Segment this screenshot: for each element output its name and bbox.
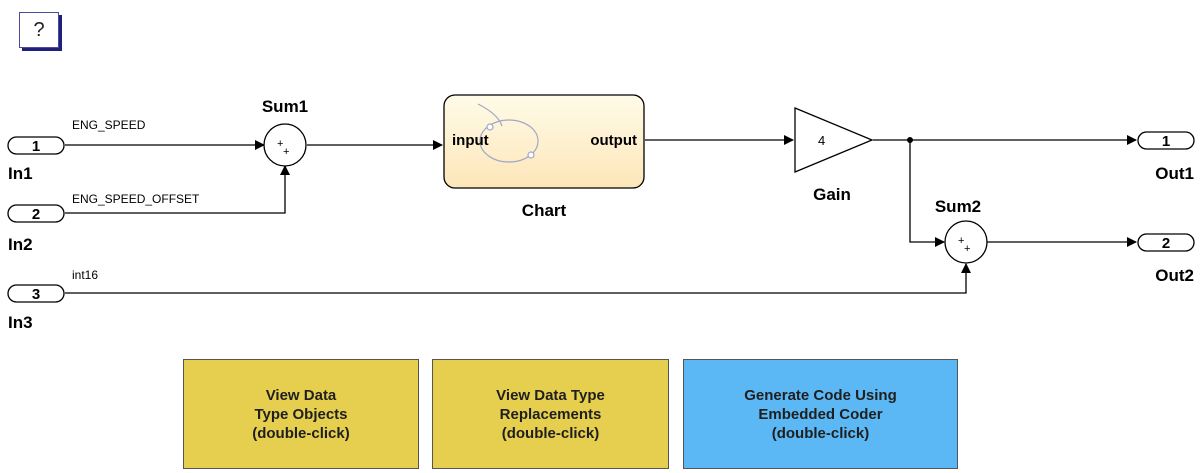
button-line: View Data Type xyxy=(496,386,605,404)
svg-text:+: + xyxy=(958,235,964,247)
button-line: Replacements xyxy=(499,405,602,423)
chart-input-port: input xyxy=(452,132,489,149)
sum1-label: Sum1 xyxy=(262,97,308,116)
sum2-block[interactable]: + + Sum2 xyxy=(935,197,988,264)
chart-label: Chart xyxy=(522,201,567,220)
outport-number: 1 xyxy=(1162,133,1170,150)
gain-label: Gain xyxy=(813,185,851,204)
button-line: Embedded Coder xyxy=(758,405,883,423)
signal-label-int16: int16 xyxy=(72,268,98,282)
button-line: Generate Code Using xyxy=(744,386,897,404)
signal-lines xyxy=(65,135,1137,294)
button-line: (double-click) xyxy=(771,424,870,442)
line-branch-sum2[interactable] xyxy=(909,140,945,247)
signal-label-eng-speed: ENG_SPEED xyxy=(72,118,146,132)
state-icon xyxy=(477,103,539,163)
line-in2-sum1[interactable] xyxy=(65,165,290,214)
view-data-type-replacements-button[interactable]: View Data Type Replacements (double-clic… xyxy=(432,359,669,469)
button-line: Type Objects xyxy=(254,405,348,423)
button-line: (double-click) xyxy=(252,424,350,442)
outport-out2[interactable]: 2 Out2 xyxy=(1137,233,1195,285)
help-button[interactable]: ? xyxy=(19,12,59,48)
inport-in3[interactable]: 3 In3 xyxy=(7,284,65,332)
inport-in2[interactable]: 2 In2 xyxy=(7,204,65,254)
outport-label: Out1 xyxy=(1155,164,1194,183)
inport-number: 2 xyxy=(32,206,40,223)
inport-label: In3 xyxy=(8,313,33,332)
line-in3-sum2[interactable] xyxy=(65,263,971,294)
signal-label-eng-speed-offset: ENG_SPEED_OFFSET xyxy=(72,192,200,206)
outport-label: Out2 xyxy=(1155,266,1194,285)
sum1-block[interactable]: + + Sum1 xyxy=(262,97,308,167)
inport-label: In1 xyxy=(8,164,33,183)
inport-number: 3 xyxy=(32,286,40,303)
inport-number: 1 xyxy=(32,138,40,155)
svg-text:+: + xyxy=(283,146,289,158)
svg-text:+: + xyxy=(277,138,283,150)
chart-output-port: output xyxy=(590,132,637,149)
view-data-type-objects-button[interactable]: View Data Type Objects (double-click) xyxy=(183,359,419,469)
button-line: (double-click) xyxy=(501,424,600,442)
gain-value: 4 xyxy=(818,133,825,148)
inport-in1[interactable]: 1 In1 xyxy=(7,136,65,183)
outport-out1[interactable]: 1 Out1 xyxy=(1137,131,1195,183)
gain-block[interactable]: 4 Gain xyxy=(794,107,874,204)
sum2-label: Sum2 xyxy=(935,197,981,216)
chart-block[interactable]: input output Chart xyxy=(443,94,645,220)
button-line: View Data xyxy=(265,386,337,404)
inport-label: In2 xyxy=(8,235,33,254)
generate-code-button[interactable]: Generate Code Using Embedded Coder (doub… xyxy=(683,359,958,469)
svg-text:+: + xyxy=(964,243,970,255)
branch-point xyxy=(907,137,913,143)
outport-number: 2 xyxy=(1162,235,1170,252)
